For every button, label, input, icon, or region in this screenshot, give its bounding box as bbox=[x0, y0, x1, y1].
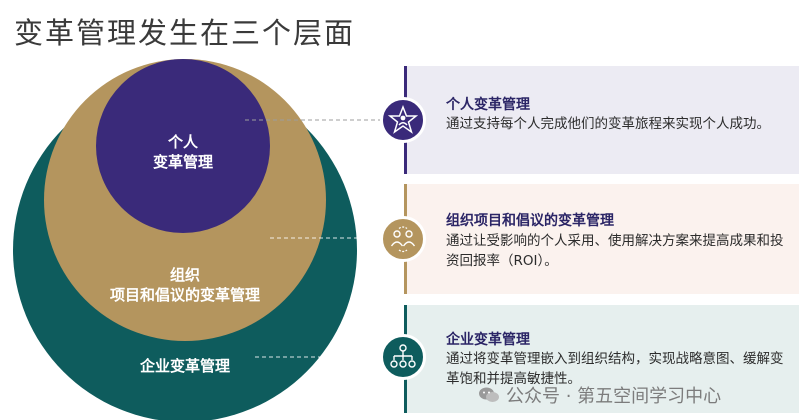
panel-individual-text: 通过支持每个人完成他们的变革旅程来实现个人成功。 bbox=[446, 116, 770, 132]
watermark: 公众号 · 第五空间学习中心 bbox=[478, 382, 721, 408]
panel-enterprise-title: 企业变革管理 bbox=[446, 332, 530, 348]
star-person-icon bbox=[380, 97, 426, 143]
organizational-label-line2: 项目和倡议的变革管理 bbox=[109, 286, 260, 304]
panel-individual: 个人变革管理 通过支持每个人完成他们的变革旅程来实现个人成功。 bbox=[404, 66, 799, 174]
page-title: 变革管理发生在三个层面 bbox=[14, 16, 356, 50]
watermark-text: 公众号 · 第五空间学习中心 bbox=[506, 386, 722, 407]
individual-circle-label: 个人 变革管理 bbox=[133, 132, 233, 172]
individual-circle bbox=[96, 59, 270, 233]
panel-organizational-title: 组织项目和倡议的变革管理 bbox=[446, 213, 614, 229]
individual-label-line1: 个人 bbox=[167, 133, 198, 151]
wechat-icon bbox=[478, 386, 500, 404]
people-exchange-icon bbox=[380, 216, 426, 262]
panel-individual-title: 个人变革管理 bbox=[446, 97, 530, 113]
organizational-circle-label: 组织 项目和倡议的变革管理 bbox=[85, 265, 285, 305]
enterprise-label-line1: 企业变革管理 bbox=[139, 357, 230, 375]
individual-label-line2: 变革管理 bbox=[152, 153, 213, 171]
panel-organizational-text: 通过让受影响的个人采用、使用解决方案来提高成果和投资回报率（ROI）。 bbox=[446, 233, 784, 269]
organizational-label-line1: 组织 bbox=[169, 266, 200, 284]
panel-enterprise: 企业变革管理 通过将变革管理嵌入到组织结构，实现战略意图、缓解变革饱和并提高敏捷… bbox=[404, 305, 799, 413]
panel-organizational: 组织项目和倡议的变革管理 通过让受影响的个人采用、使用解决方案来提高成果和投资回… bbox=[404, 184, 799, 294]
enterprise-circle-label: 企业变革管理 bbox=[120, 356, 250, 376]
panel-enterprise-text: 通过将变革管理嵌入到组织结构，实现战略意图、缓解变革饱和并提高敏捷性。 bbox=[446, 351, 784, 387]
org-structure-icon bbox=[380, 334, 426, 380]
